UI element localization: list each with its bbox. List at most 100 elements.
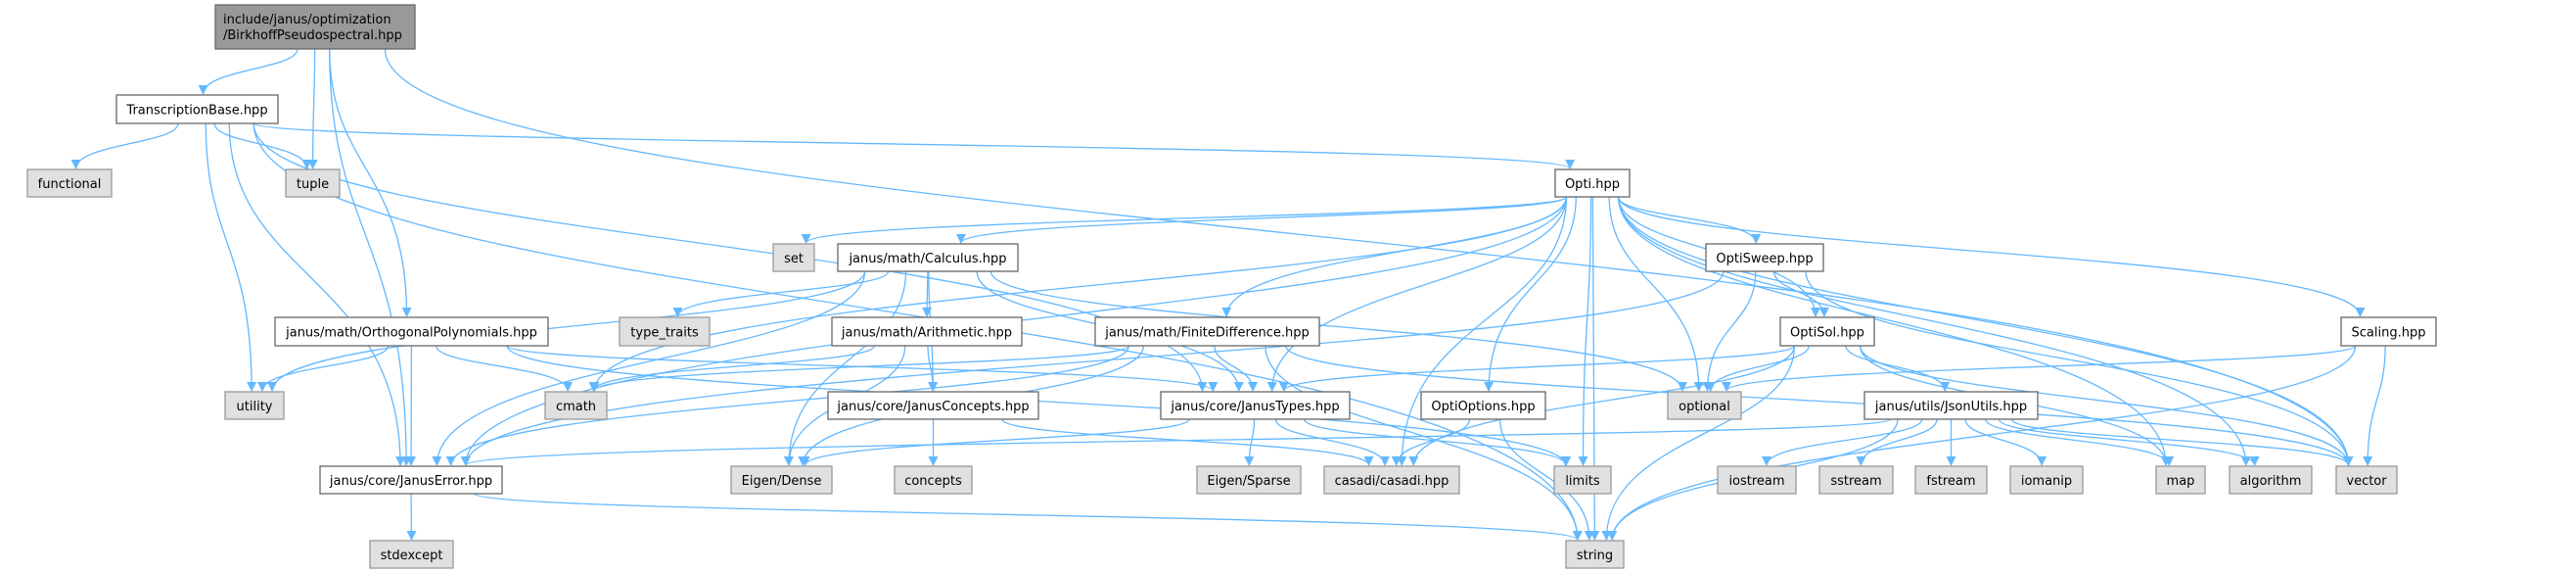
node-calculus[interactable]: janus/math/Calculus.hpp — [837, 243, 1019, 272]
node-label: cmath — [556, 400, 596, 414]
node-box — [544, 391, 608, 420]
node-json[interactable]: janus/utils/JsonUtils.hpp — [1863, 391, 2039, 420]
edge-findiff-to-string — [1265, 345, 1583, 541]
edge-root-to-tb — [198, 48, 299, 95]
edge-json-to-sstream — [1856, 418, 1938, 466]
edge-optisol-to-string — [1601, 345, 1796, 541]
edge-opti-to-scaling — [1617, 196, 2366, 317]
node-findiff[interactable]: janus/math/FiniteDifference.hpp — [1094, 316, 1320, 347]
node-sparse: Eigen/Sparse — [1196, 465, 1302, 495]
node-set: set — [772, 243, 815, 272]
node-label: fstream — [1926, 474, 1975, 489]
edge-tb-to-types — [253, 122, 1208, 392]
node-box — [619, 316, 711, 347]
edge-opti-to-set — [801, 196, 1568, 244]
node-label: include/janus/optimization/BirkhoffPseud… — [223, 13, 402, 43]
edge-calculus-to-utility — [267, 270, 866, 392]
edge-json-to-algorithm — [1998, 418, 2260, 466]
node-root[interactable]: include/janus/optimization/BirkhoffPseud… — [214, 4, 416, 50]
node-box — [2229, 465, 2313, 495]
node-arith[interactable]: janus/math/Arithmetic.hpp — [831, 316, 1023, 347]
node-types[interactable]: janus/core/JanusTypes.hpp — [1160, 391, 1351, 420]
node-sstream: sstream — [1818, 465, 1894, 495]
node-error[interactable]: janus/core/JanusError.hpp — [319, 465, 503, 495]
node-type_traits: type_traits — [619, 316, 711, 347]
node-box — [319, 465, 503, 495]
edge-arith-to-cmath — [588, 345, 875, 392]
node-label: utility — [237, 400, 273, 414]
edge-tb-to-utility — [205, 122, 257, 392]
node-label: Eigen/Dense — [742, 474, 822, 489]
node-box — [1717, 465, 1797, 495]
node-casadi: casadi/casadi.hpp — [1323, 465, 1460, 495]
edge-opti-to-optiopts — [1484, 196, 1577, 392]
edge-optisweep-to-vector — [1805, 270, 2354, 466]
node-box — [369, 540, 454, 569]
node-label: casadi/casadi.hpp — [1335, 474, 1449, 489]
node-box — [274, 316, 549, 347]
node-label: iostream — [1728, 474, 1784, 489]
node-box — [26, 168, 113, 198]
node-concepts_h[interactable]: janus/core/JanusConcepts.hpp — [827, 391, 1039, 420]
node-box — [2009, 465, 2084, 495]
edge-types-to-casadi — [1274, 418, 1390, 466]
node-label: Opti.hpp — [1565, 177, 1620, 192]
node-iomanip: iomanip — [2009, 465, 2084, 495]
node-utility: utility — [224, 391, 285, 420]
edge-json-to-vector — [2010, 418, 2354, 466]
node-box — [831, 316, 1023, 347]
node-box — [2155, 465, 2206, 495]
node-optiopts[interactable]: OptiOptions.hpp — [1420, 391, 1546, 420]
edge-calculus-to-optional — [989, 270, 1687, 392]
node-optisweep[interactable]: OptiSweep.hpp — [1705, 243, 1824, 272]
node-label: sstream — [1830, 474, 1881, 489]
node-optisol[interactable]: OptiSol.hpp — [1779, 316, 1875, 347]
node-box — [1553, 465, 1612, 495]
node-scaling[interactable]: Scaling.hpp — [2340, 316, 2437, 347]
node-iostream: iostream — [1717, 465, 1797, 495]
edge-root-to-error — [329, 48, 412, 466]
node-box — [1323, 465, 1460, 495]
node-box — [1863, 391, 2039, 420]
node-box — [2335, 465, 2398, 495]
edge-arith-to-concepts_h — [927, 345, 939, 392]
node-label: Eigen/Sparse — [1207, 474, 1290, 489]
node-box — [1565, 540, 1625, 569]
node-map: map — [2155, 465, 2206, 495]
edge-findiff-to-types — [1214, 345, 1259, 392]
edge-opti-to-casadi — [1397, 196, 1568, 466]
node-label: tuple — [297, 177, 329, 192]
node-ortho[interactable]: janus/math/OrthogonalPolynomials.hpp — [274, 316, 549, 347]
node-box — [772, 243, 815, 272]
nodes-layer: include/janus/optimization/BirkhoffPseud… — [26, 4, 2437, 569]
node-label: janus/utils/JsonUtils.hpp — [1874, 400, 2027, 414]
edge-optisol-to-json — [1845, 345, 1951, 392]
node-label: OptiSweep.hpp — [1716, 252, 1813, 266]
edge-calculus-to-type_traits — [672, 270, 890, 317]
edge-findiff-to-vector — [1285, 345, 2354, 466]
edge-json-to-map — [1985, 418, 2175, 466]
edge-optisol-to-optional — [1705, 345, 1810, 392]
edge-ortho-to-cmath — [436, 345, 574, 392]
edge-calculus-to-error — [432, 270, 866, 466]
node-label: janus/math/Calculus.hpp — [848, 252, 1006, 266]
edge-tb-to-functional — [70, 122, 179, 169]
node-fstream: fstream — [1914, 465, 1988, 495]
edge-types-to-limits — [1304, 418, 1572, 466]
node-box — [1160, 391, 1351, 420]
node-opti[interactable]: Opti.hpp — [1554, 168, 1631, 198]
node-box — [1196, 465, 1302, 495]
node-box — [285, 168, 341, 198]
node-label: janus/math/OrthogonalPolynomials.hpp — [285, 326, 537, 341]
edge-root-to-tuple — [307, 48, 318, 169]
edge-optisol-to-vector — [1859, 345, 2354, 466]
edge-error-to-string — [474, 493, 1583, 541]
node-box — [827, 391, 1039, 420]
edge-optisweep-to-error — [460, 270, 1725, 466]
node-dense: Eigen/Dense — [730, 465, 833, 495]
node-tb[interactable]: TranscriptionBase.hpp — [115, 94, 279, 124]
edge-opti-to-optional — [1608, 196, 1704, 392]
node-label: janus/core/JanusConcepts.hpp — [836, 400, 1029, 414]
node-box — [1420, 391, 1546, 420]
